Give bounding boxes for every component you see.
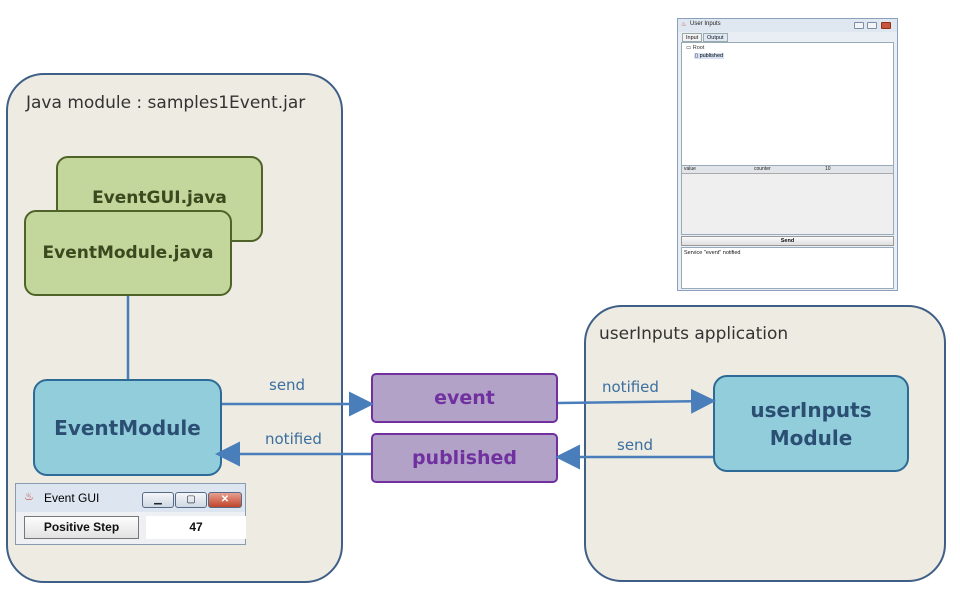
send-button[interactable]: Send — [681, 236, 894, 246]
tree-root-label: Root — [692, 45, 705, 51]
folder-icon: ▭ — [686, 45, 692, 51]
user-inputs-titlebar — [678, 19, 897, 32]
label-right-notified: notified — [602, 378, 659, 396]
user-inputs-window: ♨ User Inputs Input Output ▭ Root ▯ publ… — [677, 18, 898, 291]
user-inputs-title: User Inputs — [690, 21, 721, 27]
maximize-button[interactable]: ▢ — [175, 492, 207, 508]
userinputs-module-label-line2: Module — [769, 425, 853, 450]
tree-child-label: published — [699, 53, 724, 59]
tree-node-published[interactable]: ▯ published — [694, 53, 725, 59]
table-header: counter — [754, 166, 771, 172]
eventmodule-file: EventModule.java — [24, 210, 232, 296]
event-gui-window: ♨ Event GUI ▁ ▢ ✕ Positive Step 47 — [15, 483, 246, 545]
counter-value: 47 — [146, 516, 246, 539]
java-module-title: Java module : samples1Event.jar — [26, 93, 306, 113]
service-published: published — [371, 433, 558, 483]
label-right-send: send — [617, 436, 654, 454]
service-event: event — [371, 373, 558, 423]
userinputs-app-title: userInputs application — [599, 324, 789, 344]
log-message: Service "event" notified — [684, 250, 741, 256]
tab-output[interactable]: Output — [703, 33, 728, 42]
label-left-notified: notified — [265, 430, 322, 448]
close-button[interactable] — [881, 22, 891, 29]
close-button[interactable]: ✕ — [208, 492, 242, 508]
userinputs-module-label-line1: userInputs — [750, 397, 872, 422]
positive-step-button[interactable]: Positive Step — [24, 516, 139, 539]
file-icon: ▯ — [695, 53, 699, 59]
eventmodule-box: EventModule — [33, 379, 222, 476]
userinputs-module-box: userInputs Module — [713, 375, 909, 472]
value-table: value counter 10 — [681, 165, 894, 235]
tab-input[interactable]: Input — [682, 33, 703, 42]
maximize-button[interactable] — [867, 22, 877, 29]
event-gui-title: Event GUI — [44, 491, 100, 505]
table-header: 10 — [825, 166, 831, 172]
java-cup-icon: ♨ — [681, 22, 687, 28]
java-cup-icon: ♨ — [24, 491, 34, 503]
table-header: value — [684, 166, 696, 172]
log-area: Service "event" notified — [681, 247, 894, 289]
service-tree: ▭ Root ▯ published — [681, 42, 894, 179]
minimize-button[interactable] — [854, 22, 864, 29]
tree-root-node[interactable]: ▭ Root — [686, 45, 704, 51]
minimize-button[interactable]: ▁ — [142, 492, 174, 508]
label-left-send: send — [269, 376, 306, 394]
table-header-row: value counter 10 — [682, 166, 893, 174]
